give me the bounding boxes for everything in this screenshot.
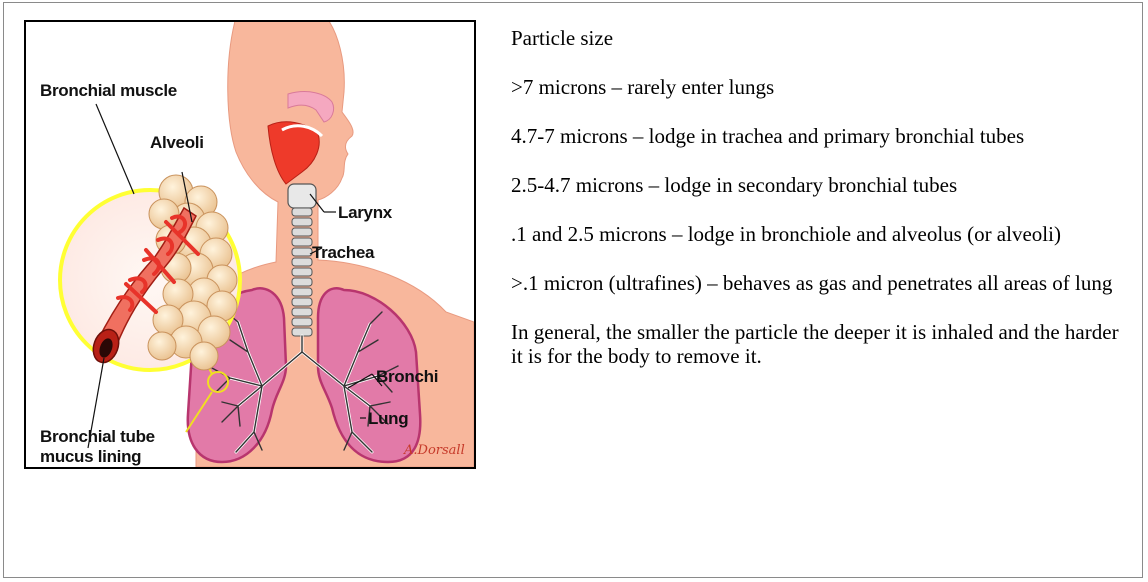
label-lung: Lung (368, 409, 408, 428)
size-item: 4.7-7 microns – lodge in trachea and pri… (511, 124, 1126, 148)
label-alveoli: Alveoli (150, 133, 204, 152)
label-bronchi: Bronchi (376, 367, 438, 386)
size-item: >7 microns – rarely enter lungs (511, 75, 1126, 99)
respiratory-diagram: Bronchial muscle Alveoli Larynx Trachea … (24, 20, 476, 469)
label-larynx: Larynx (338, 203, 393, 222)
label-bronchial-muscle: Bronchial muscle (40, 81, 177, 100)
particle-size-text: Particle size >7 microns – rarely enter … (511, 26, 1126, 393)
heading: Particle size (511, 26, 1126, 50)
label-bronchial-tube-line1: Bronchial tube (40, 427, 155, 446)
label-bronchial-tube-line2: mucus lining (40, 447, 141, 466)
alveoli-cluster (148, 175, 237, 370)
artist-signature: A.Dorsall (403, 443, 465, 458)
size-item: 2.5-4.7 microns – lodge in secondary bro… (511, 173, 1126, 197)
size-item: .1 and 2.5 microns – lodge in bronchiole… (511, 222, 1126, 246)
conclusion: In general, the smaller the particle the… (511, 320, 1126, 368)
size-item: >.1 micron (ultrafines) – behaves as gas… (511, 271, 1126, 295)
label-trachea: Trachea (312, 243, 375, 262)
